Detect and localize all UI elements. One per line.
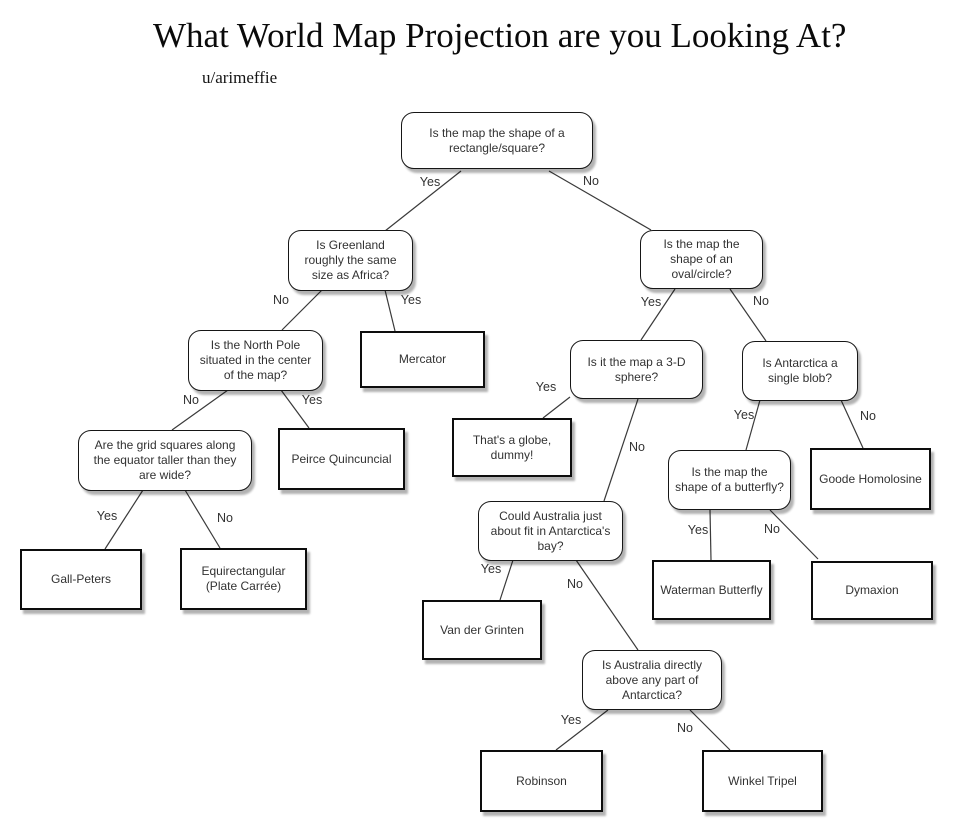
answer-node-mercator: Mercator	[360, 331, 485, 388]
author-credit: u/arimeffie	[202, 68, 278, 87]
node-text-greenland: Is Greenland roughly the same size as Af…	[304, 238, 397, 282]
node-text-root: Is the map the shape of a rectangle/squa…	[429, 125, 565, 155]
answer-node-goode: Goode Homolosine	[810, 448, 931, 510]
node-text-peirce: Peirce Quincuncial	[291, 451, 392, 466]
answer-node-dymaxion: Dymaxion	[811, 561, 933, 620]
edge-label-northpole-peirce: Yes	[301, 393, 323, 407]
node-text-blob: Is Antarctica a single blob?	[762, 356, 838, 385]
question-node-couldaustralia: Could Australia just about fit in Antarc…	[478, 501, 623, 561]
node-text-mercator: Mercator	[398, 352, 447, 366]
edge-line-butterfly-dymaxion	[769, 509, 819, 560]
edge-label-greenland-northpole: No	[273, 293, 289, 307]
node-text-vandergrinten: Van der Grinten	[440, 622, 524, 637]
question-node-sphere: Is it the map a 3-D sphere?	[570, 340, 703, 399]
node-text-sphere: Is it the map a 3-D sphere?	[587, 354, 686, 384]
question-node-greenland: Is Greenland roughly the same size as Af…	[288, 230, 413, 291]
edge-line-isaustralia-winkel	[689, 709, 731, 751]
edge-line-northpole-gridsquares	[171, 389, 229, 431]
page-title: What World Map Projection are you Lookin…	[153, 16, 847, 55]
edge-line-couldaustralia-isaustralia	[575, 559, 639, 651]
node-text-goode: Goode Homolosine	[819, 471, 922, 486]
edge-label-couldaustralia-isaustralia: No	[567, 577, 583, 591]
node-text-waterman: Waterman Butterfly	[660, 582, 763, 597]
edge-label-isaustralia-robinson: Yes	[560, 713, 582, 727]
edge-line-butterfly-waterman	[709, 509, 712, 561]
edge-label-sphere-globe: Yes	[535, 380, 557, 394]
node-text-gallpeters: Gall-Peters	[50, 572, 112, 586]
edge-label-isaustralia-winkel: No	[677, 721, 693, 735]
edge-line-oval-sphere	[640, 288, 676, 341]
edge-line-sphere-couldaustralia	[603, 398, 639, 502]
edge-label-couldaustralia-vandergrinten: Yes	[480, 562, 502, 576]
edge-label-root-oval: No	[583, 174, 599, 188]
edge-label-sphere-couldaustralia: No	[629, 440, 645, 454]
node-text-oval: Is the map the shape of an oval/circle?	[663, 237, 740, 281]
edge-label-butterfly-waterman: Yes	[687, 523, 709, 537]
edge-label-blob-goode: No	[860, 409, 876, 423]
edge-line-northpole-peirce	[280, 389, 310, 429]
answer-node-gallpeters: Gall-Peters	[20, 549, 142, 610]
edge-label-northpole-gridsquares: No	[183, 393, 199, 407]
answer-node-vandergrinten: Van der Grinten	[422, 600, 542, 660]
node-text-equirect: Equirectangular (Plate Carrée)	[201, 564, 286, 593]
edge-label-greenland-mercator: Yes	[400, 293, 422, 307]
edge-line-oval-blob	[729, 288, 767, 342]
answer-node-equirect: Equirectangular (Plate Carrée)	[180, 548, 307, 610]
edge-line-gridsquares-equirect	[184, 489, 221, 549]
edge-label-butterfly-dymaxion: No	[764, 522, 780, 536]
node-text-northpole: Is the North Pole situated in the center…	[199, 338, 312, 382]
question-node-isaustralia: Is Australia directly above any part of …	[582, 650, 722, 710]
edge-line-greenland-mercator	[384, 289, 396, 332]
edge-line-sphere-globe	[542, 396, 571, 419]
edge-label-gridsquares-gallpeters: Yes	[96, 509, 118, 523]
answer-node-robinson: Robinson	[480, 750, 603, 812]
node-text-robinson: Robinson	[516, 773, 567, 788]
edge-line-couldaustralia-vandergrinten	[499, 559, 514, 601]
edge-label-oval-blob: No	[753, 294, 769, 308]
node-text-dymaxion: Dymaxion	[845, 583, 899, 597]
question-node-gridsquares: Are the grid squares along the equator t…	[78, 430, 252, 491]
edge-line-blob-butterfly	[745, 399, 761, 451]
question-node-northpole: Is the North Pole situated in the center…	[188, 330, 323, 391]
question-node-blob: Is Antarctica a single blob?	[742, 341, 858, 401]
node-text-isaustralia: Is Australia directly above any part of …	[601, 657, 703, 702]
question-node-oval: Is the map the shape of an oval/circle?	[640, 230, 763, 289]
node-text-butterfly: Is the map the shape of a butterfly?	[675, 465, 784, 494]
edge-label-oval-sphere: Yes	[640, 295, 662, 309]
edge-line-gridsquares-gallpeters	[104, 489, 144, 550]
edge-label-gridsquares-equirect: No	[217, 511, 233, 525]
edge-line-root-greenland	[384, 170, 462, 232]
node-text-winkel: Winkel Tripel	[728, 773, 797, 788]
question-node-root: Is the map the shape of a rectangle/squa…	[401, 112, 593, 169]
edge-line-isaustralia-robinson	[555, 709, 609, 751]
node-text-couldaustralia: Could Australia just about fit in Antarc…	[490, 508, 611, 553]
edge-line-greenland-northpole	[281, 289, 323, 331]
node-text-gridsquares: Are the grid squares along the equator t…	[93, 438, 237, 482]
edge-line-blob-goode	[840, 399, 864, 449]
question-node-butterfly: Is the map the shape of a butterfly?	[668, 450, 791, 510]
answer-node-peirce: Peirce Quincuncial	[278, 428, 405, 490]
edge-label-root-greenland: Yes	[419, 175, 441, 189]
answer-node-winkel: Winkel Tripel	[702, 750, 823, 812]
edge-label-blob-butterfly: Yes	[733, 408, 755, 422]
answer-node-waterman: Waterman Butterfly	[652, 560, 771, 620]
answer-node-globe: That's a globe, dummy!	[452, 418, 572, 477]
edge-line-root-oval	[548, 170, 652, 231]
node-text-globe: That's a globe, dummy!	[472, 432, 552, 462]
